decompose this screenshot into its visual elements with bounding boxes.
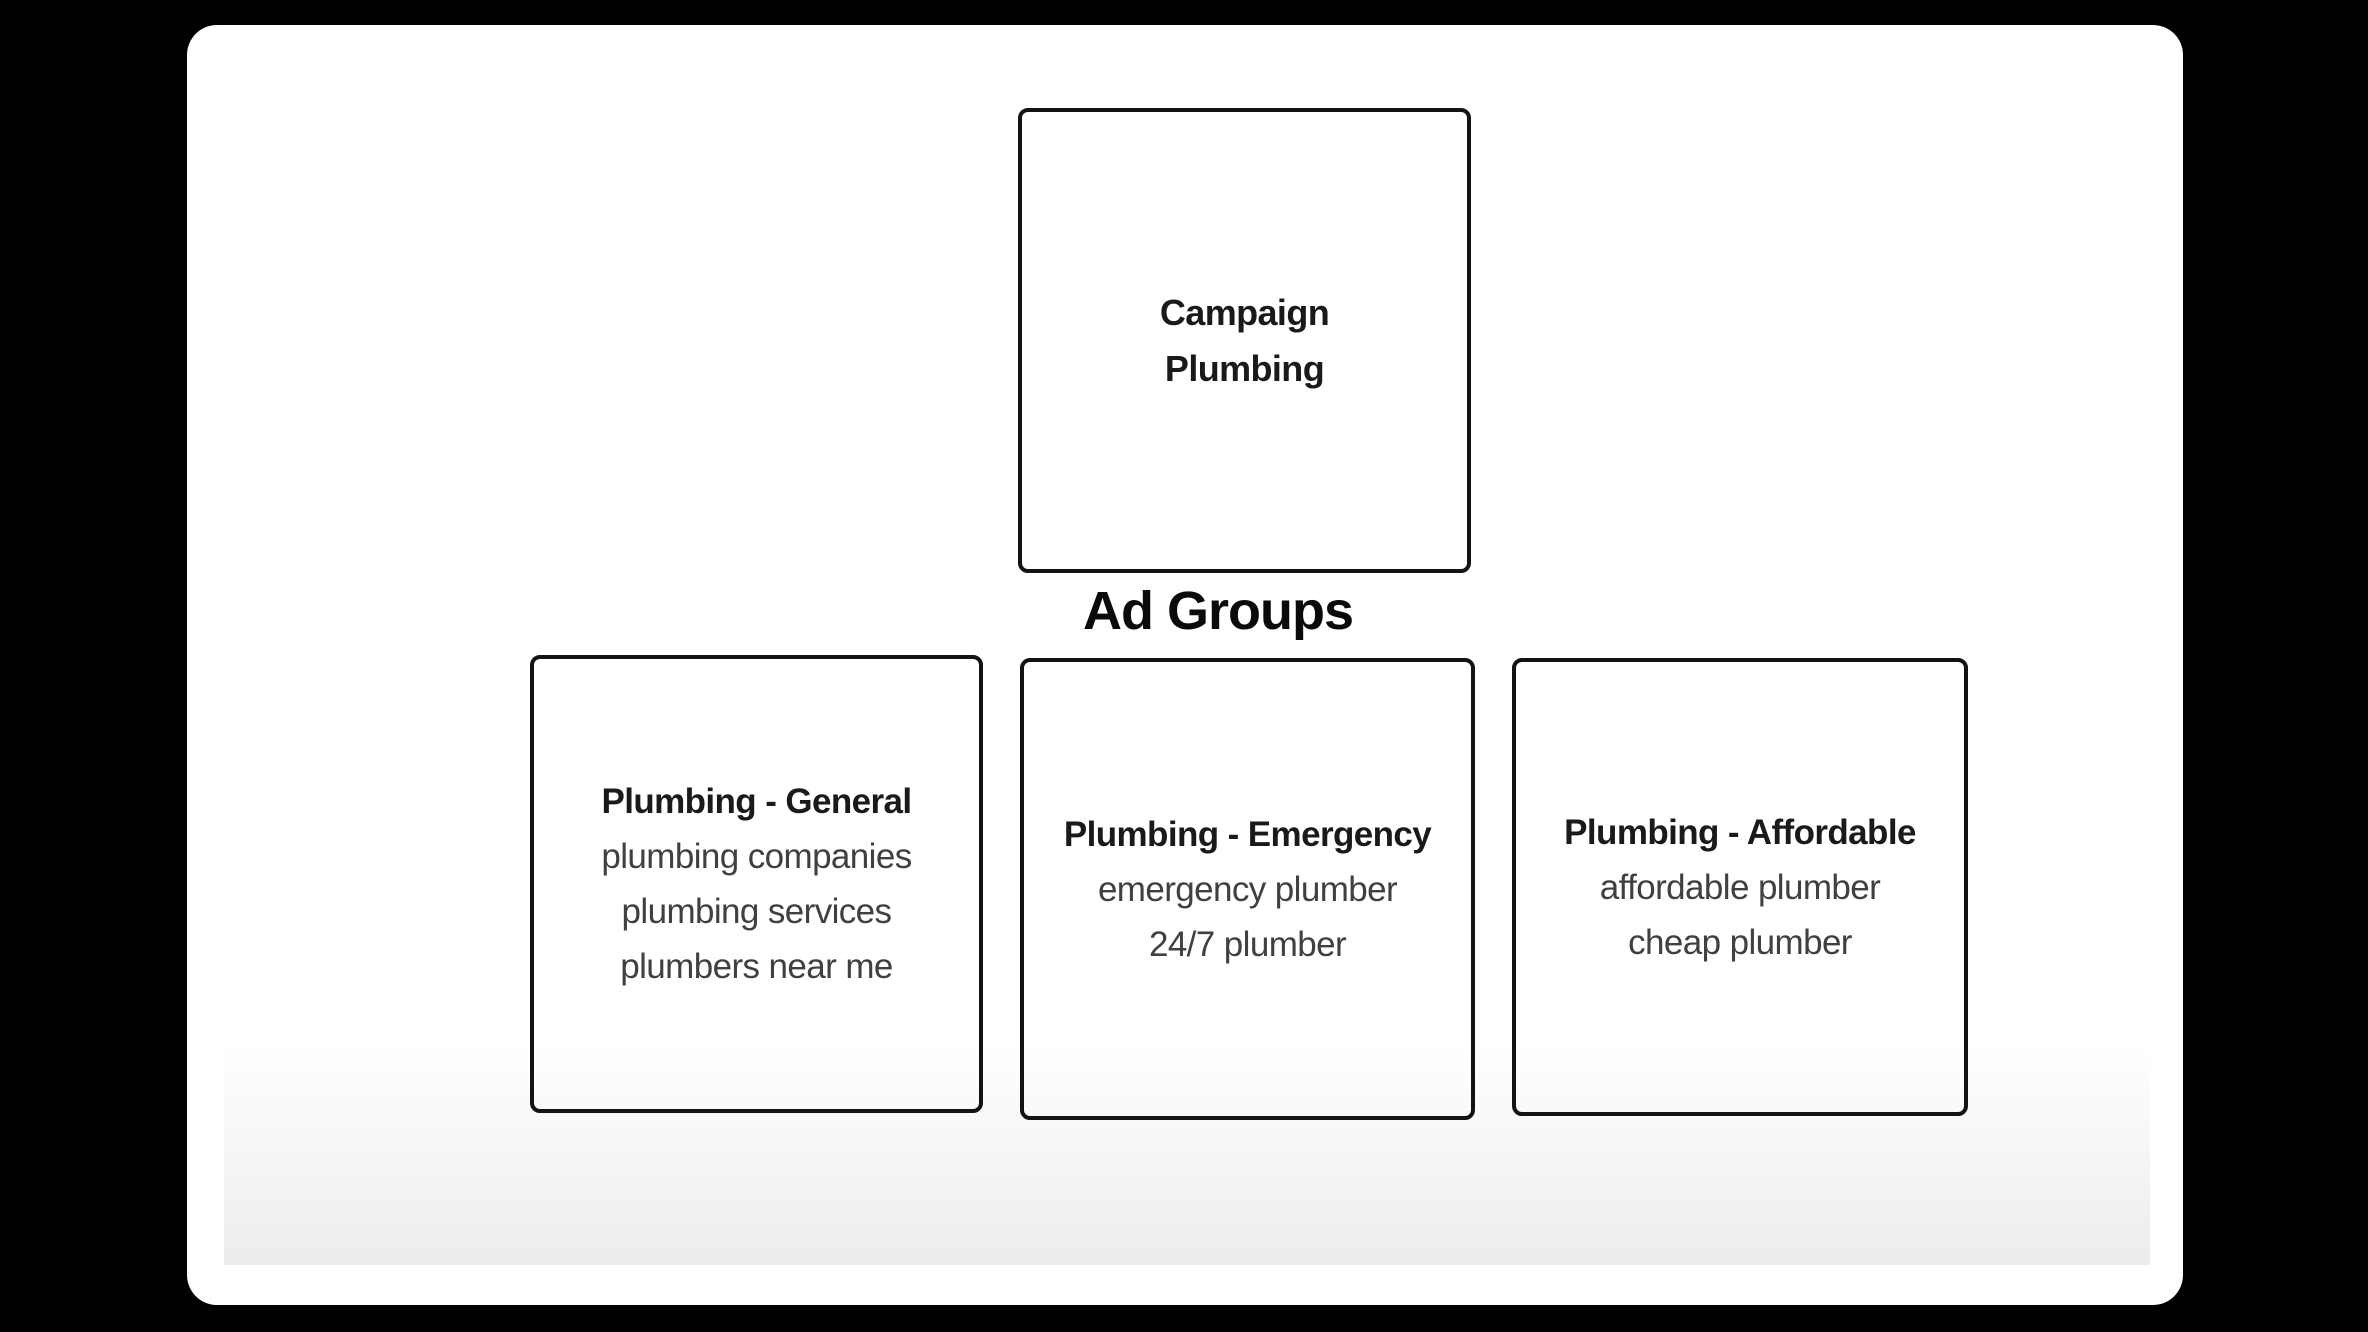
- campaign-node-text: Campaign Plumbing: [1022, 285, 1467, 397]
- ad-group-emergency-keyword-2: 24/7 plumber: [1148, 924, 1347, 964]
- ad-group-emergency-text: Plumbing - Emergency emergency plumber 2…: [1024, 807, 1471, 972]
- ad-group-emergency-keyword-1: emergency plumber: [1097, 869, 1398, 909]
- campaign-title-line-2: Plumbing: [1164, 347, 1325, 389]
- ad-group-general-title: Plumbing - General: [601, 782, 912, 821]
- ad-group-node-general: Plumbing - General plumbing companies pl…: [530, 655, 983, 1113]
- ad-group-affordable-title: Plumbing - Affordable: [1564, 812, 1916, 852]
- ad-group-affordable-keyword-2: cheap plumber: [1628, 922, 1852, 962]
- ad-group-general-text: Plumbing - General plumbing companies pl…: [534, 774, 979, 994]
- ad-group-node-emergency: Plumbing - Emergency emergency plumber 2…: [1020, 658, 1475, 1120]
- ad-groups-heading: Ad Groups: [1083, 581, 1354, 641]
- ad-group-node-affordable: Plumbing - Affordable affordable plumber…: [1512, 658, 1968, 1116]
- bottom-gradient-band: [224, 1047, 2150, 1265]
- ad-group-general-keyword-1: plumbing companies: [601, 837, 912, 876]
- ad-group-affordable-text: Plumbing - Affordable affordable plumber…: [1516, 805, 1964, 970]
- campaign-title-line-1: Campaign: [1159, 291, 1330, 333]
- ad-group-affordable-keyword-1: affordable plumber: [1599, 867, 1881, 907]
- ad-group-general-keyword-2: plumbing services: [621, 892, 893, 931]
- ad-group-emergency-title: Plumbing - Emergency: [1063, 814, 1432, 854]
- screenshot-card: Campaign Plumbing Ad Groups Plumbing - G…: [187, 25, 2183, 1305]
- campaign-node: Campaign Plumbing: [1018, 108, 1471, 573]
- ad-group-general-keyword-3: plumbers near me: [620, 947, 893, 986]
